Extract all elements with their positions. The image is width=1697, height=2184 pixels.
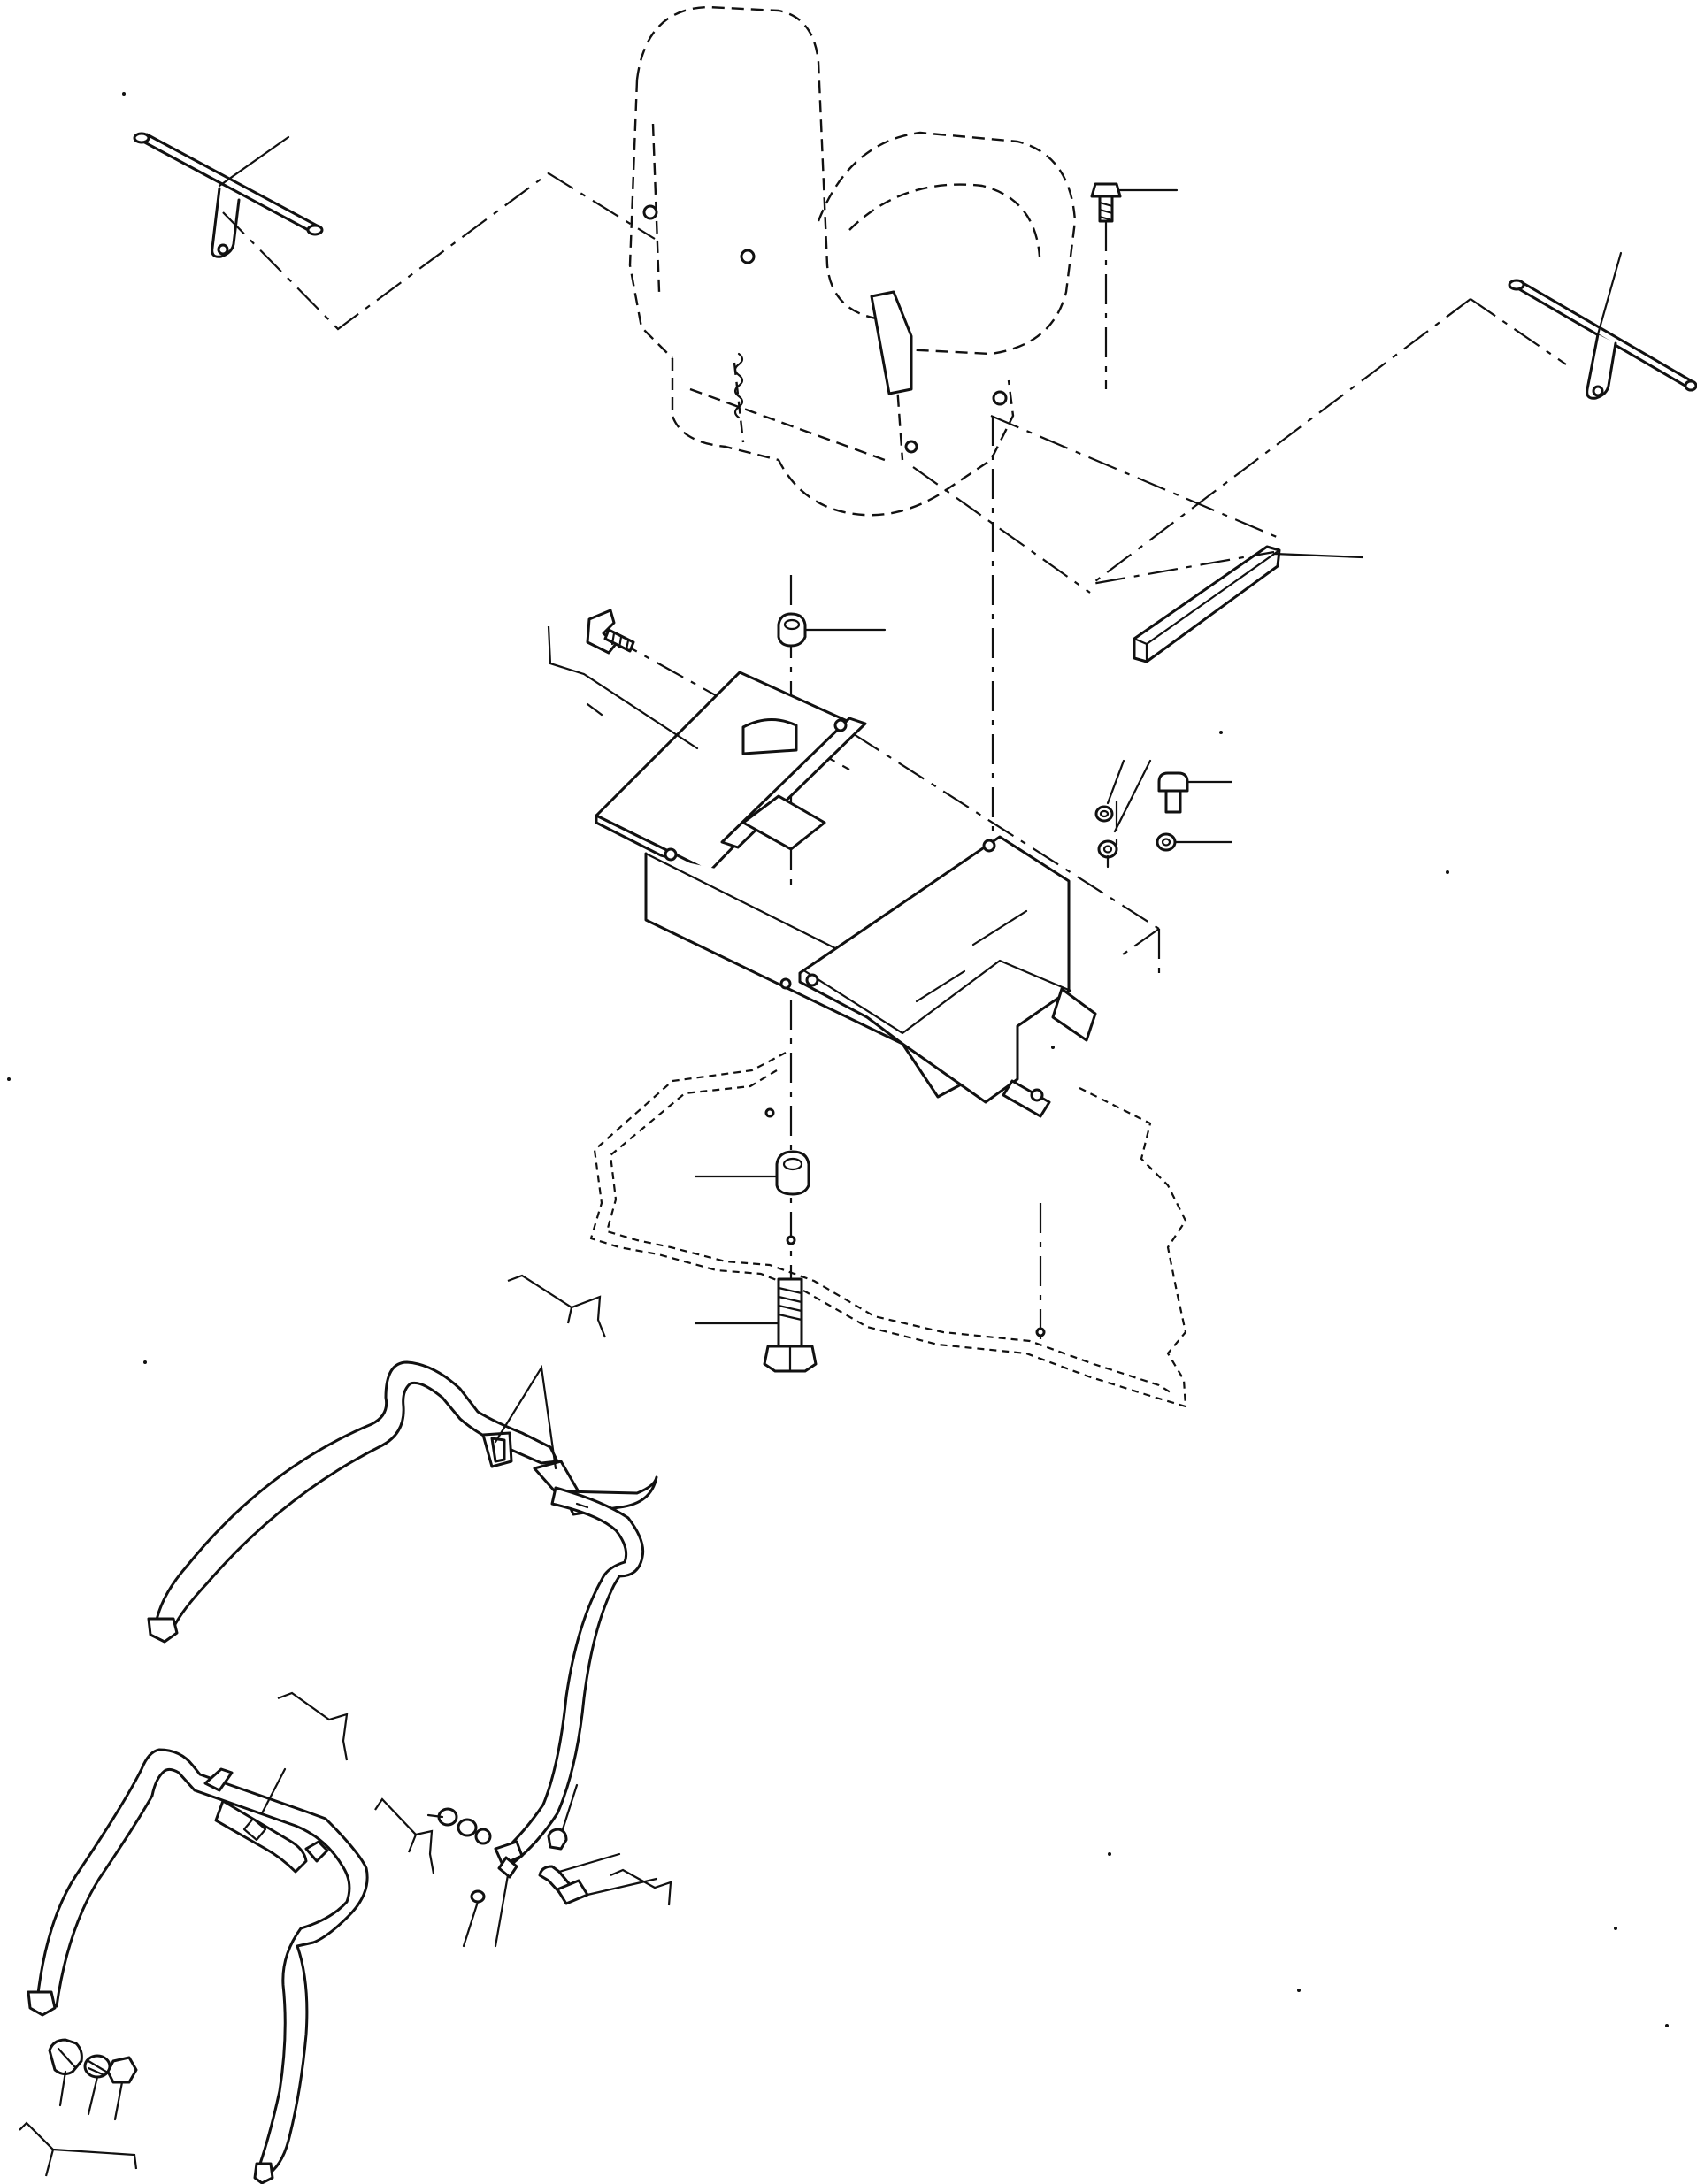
armrest-right (1508, 251, 1697, 400)
operator-seat (628, 5, 1077, 517)
spacer-bushing (694, 1107, 1046, 1337)
center-nut (777, 612, 887, 648)
seat-belt-upper (147, 1274, 658, 1865)
seat-mounting-bracket (595, 671, 1097, 1118)
seat-belt-lower (27, 1691, 369, 2184)
hex-bolt (694, 1277, 818, 1373)
seat-slide-rail (1133, 545, 1364, 663)
anchor-hardware-left (19, 2038, 138, 2177)
bracket-leader-lines (547, 625, 699, 750)
armrest-left (133, 132, 324, 258)
hardware-right (1094, 759, 1233, 869)
seat-bolt (1090, 182, 1179, 223)
wing-bolt (586, 609, 635, 655)
scan-specks (7, 92, 1669, 2027)
floor-panel-outline (589, 1052, 1187, 1408)
anchor-hardware-center (374, 1783, 672, 1948)
